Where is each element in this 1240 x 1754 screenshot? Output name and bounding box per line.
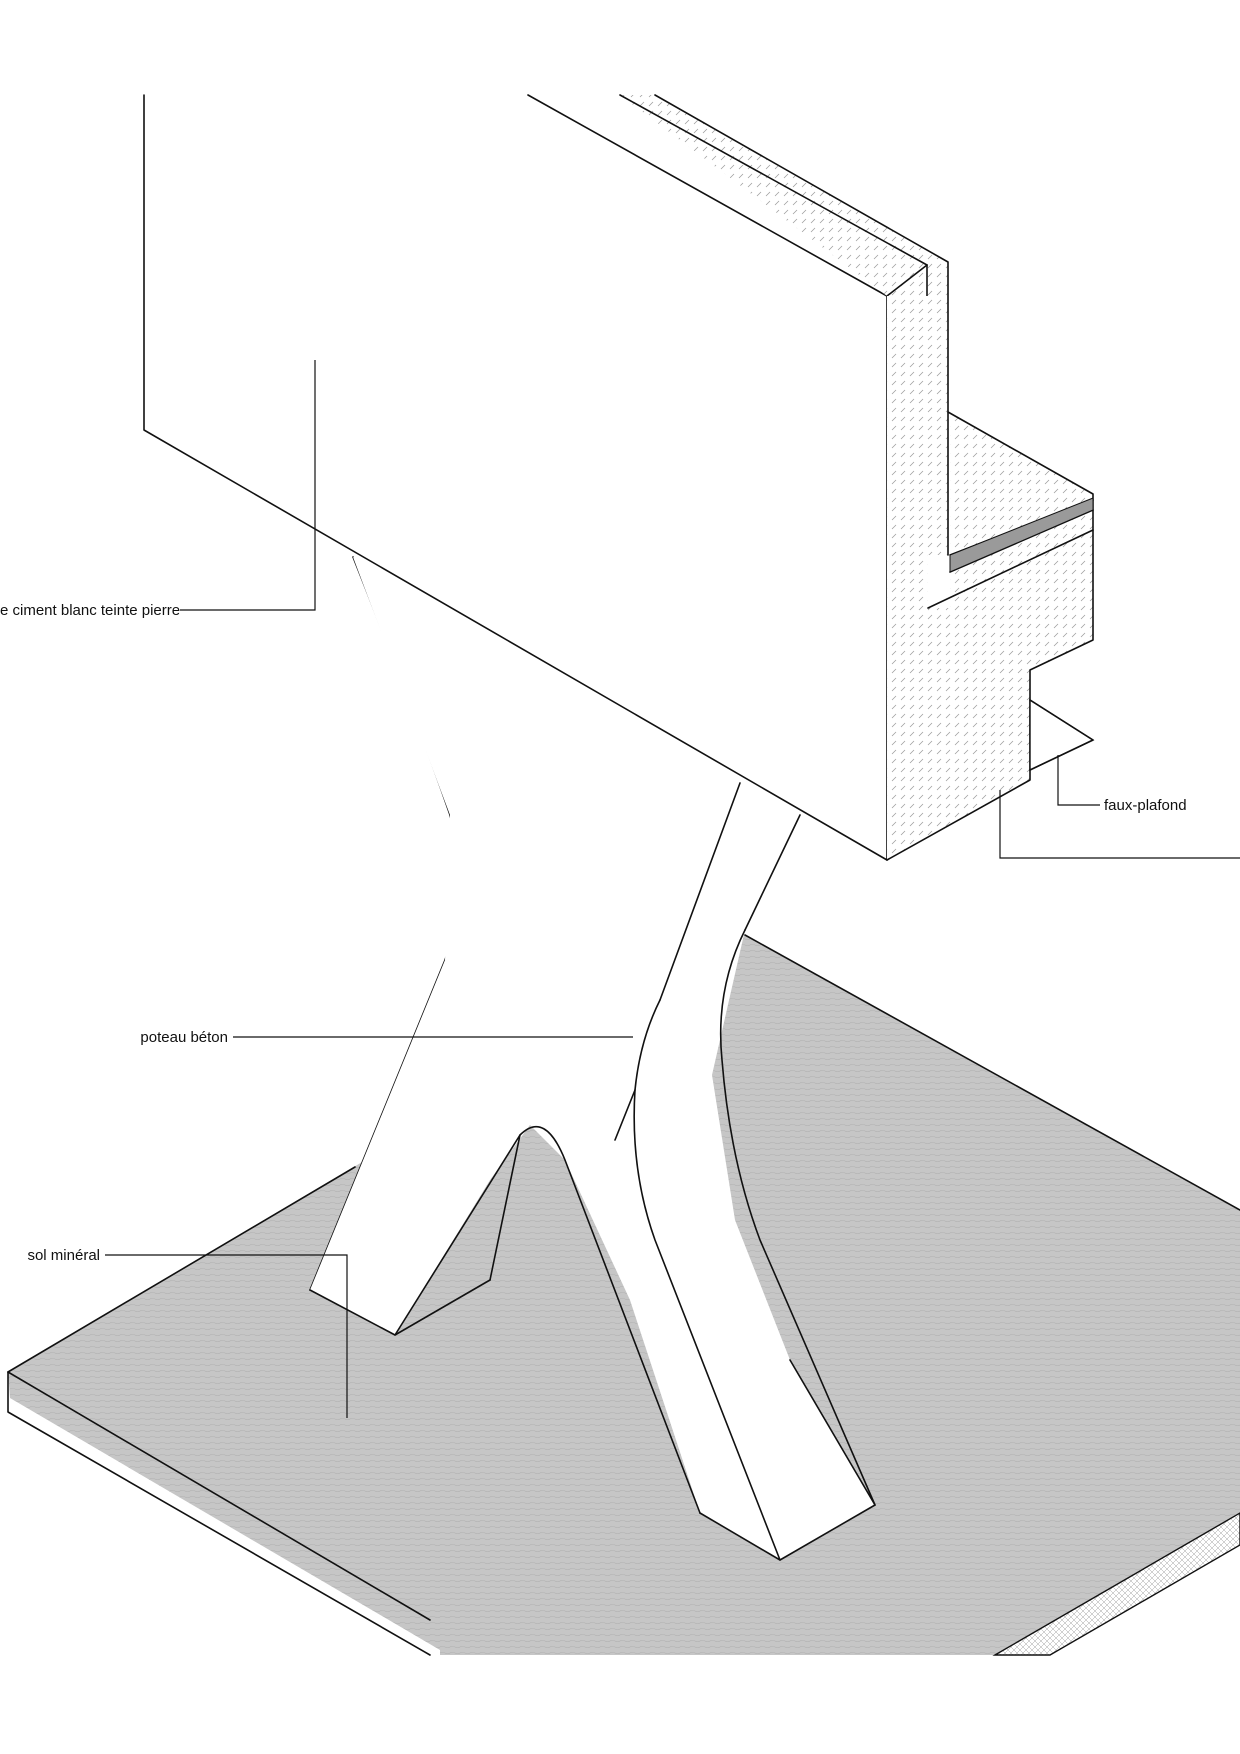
false-ceiling-plate — [1029, 698, 1095, 772]
column-trunk — [310, 557, 875, 1560]
beam-front-face — [144, 95, 887, 860]
floor-right-edge — [992, 1512, 1240, 1656]
floor-top-face — [8, 935, 1240, 1655]
leader-sol — [105, 1254, 348, 1418]
membrane-layer — [949, 497, 1094, 573]
label-sol: sol minéral — [27, 1247, 100, 1264]
floor-left-edge — [8, 1372, 440, 1655]
leader-enduit — [180, 360, 316, 611]
label-poteau: poteau béton — [140, 1029, 228, 1046]
floor-slab — [7, 934, 1240, 1656]
leader-extra — [999, 790, 1240, 859]
upper-beam — [143, 94, 1095, 861]
wall-section-layers — [620, 95, 948, 555]
leader-faux-plafond — [1057, 755, 1100, 806]
label-enduit: e ciment blanc teinte pierre — [0, 602, 180, 619]
leader-lines — [105, 360, 1240, 1418]
label-faux-plafond: faux-plafond — [1104, 797, 1187, 814]
